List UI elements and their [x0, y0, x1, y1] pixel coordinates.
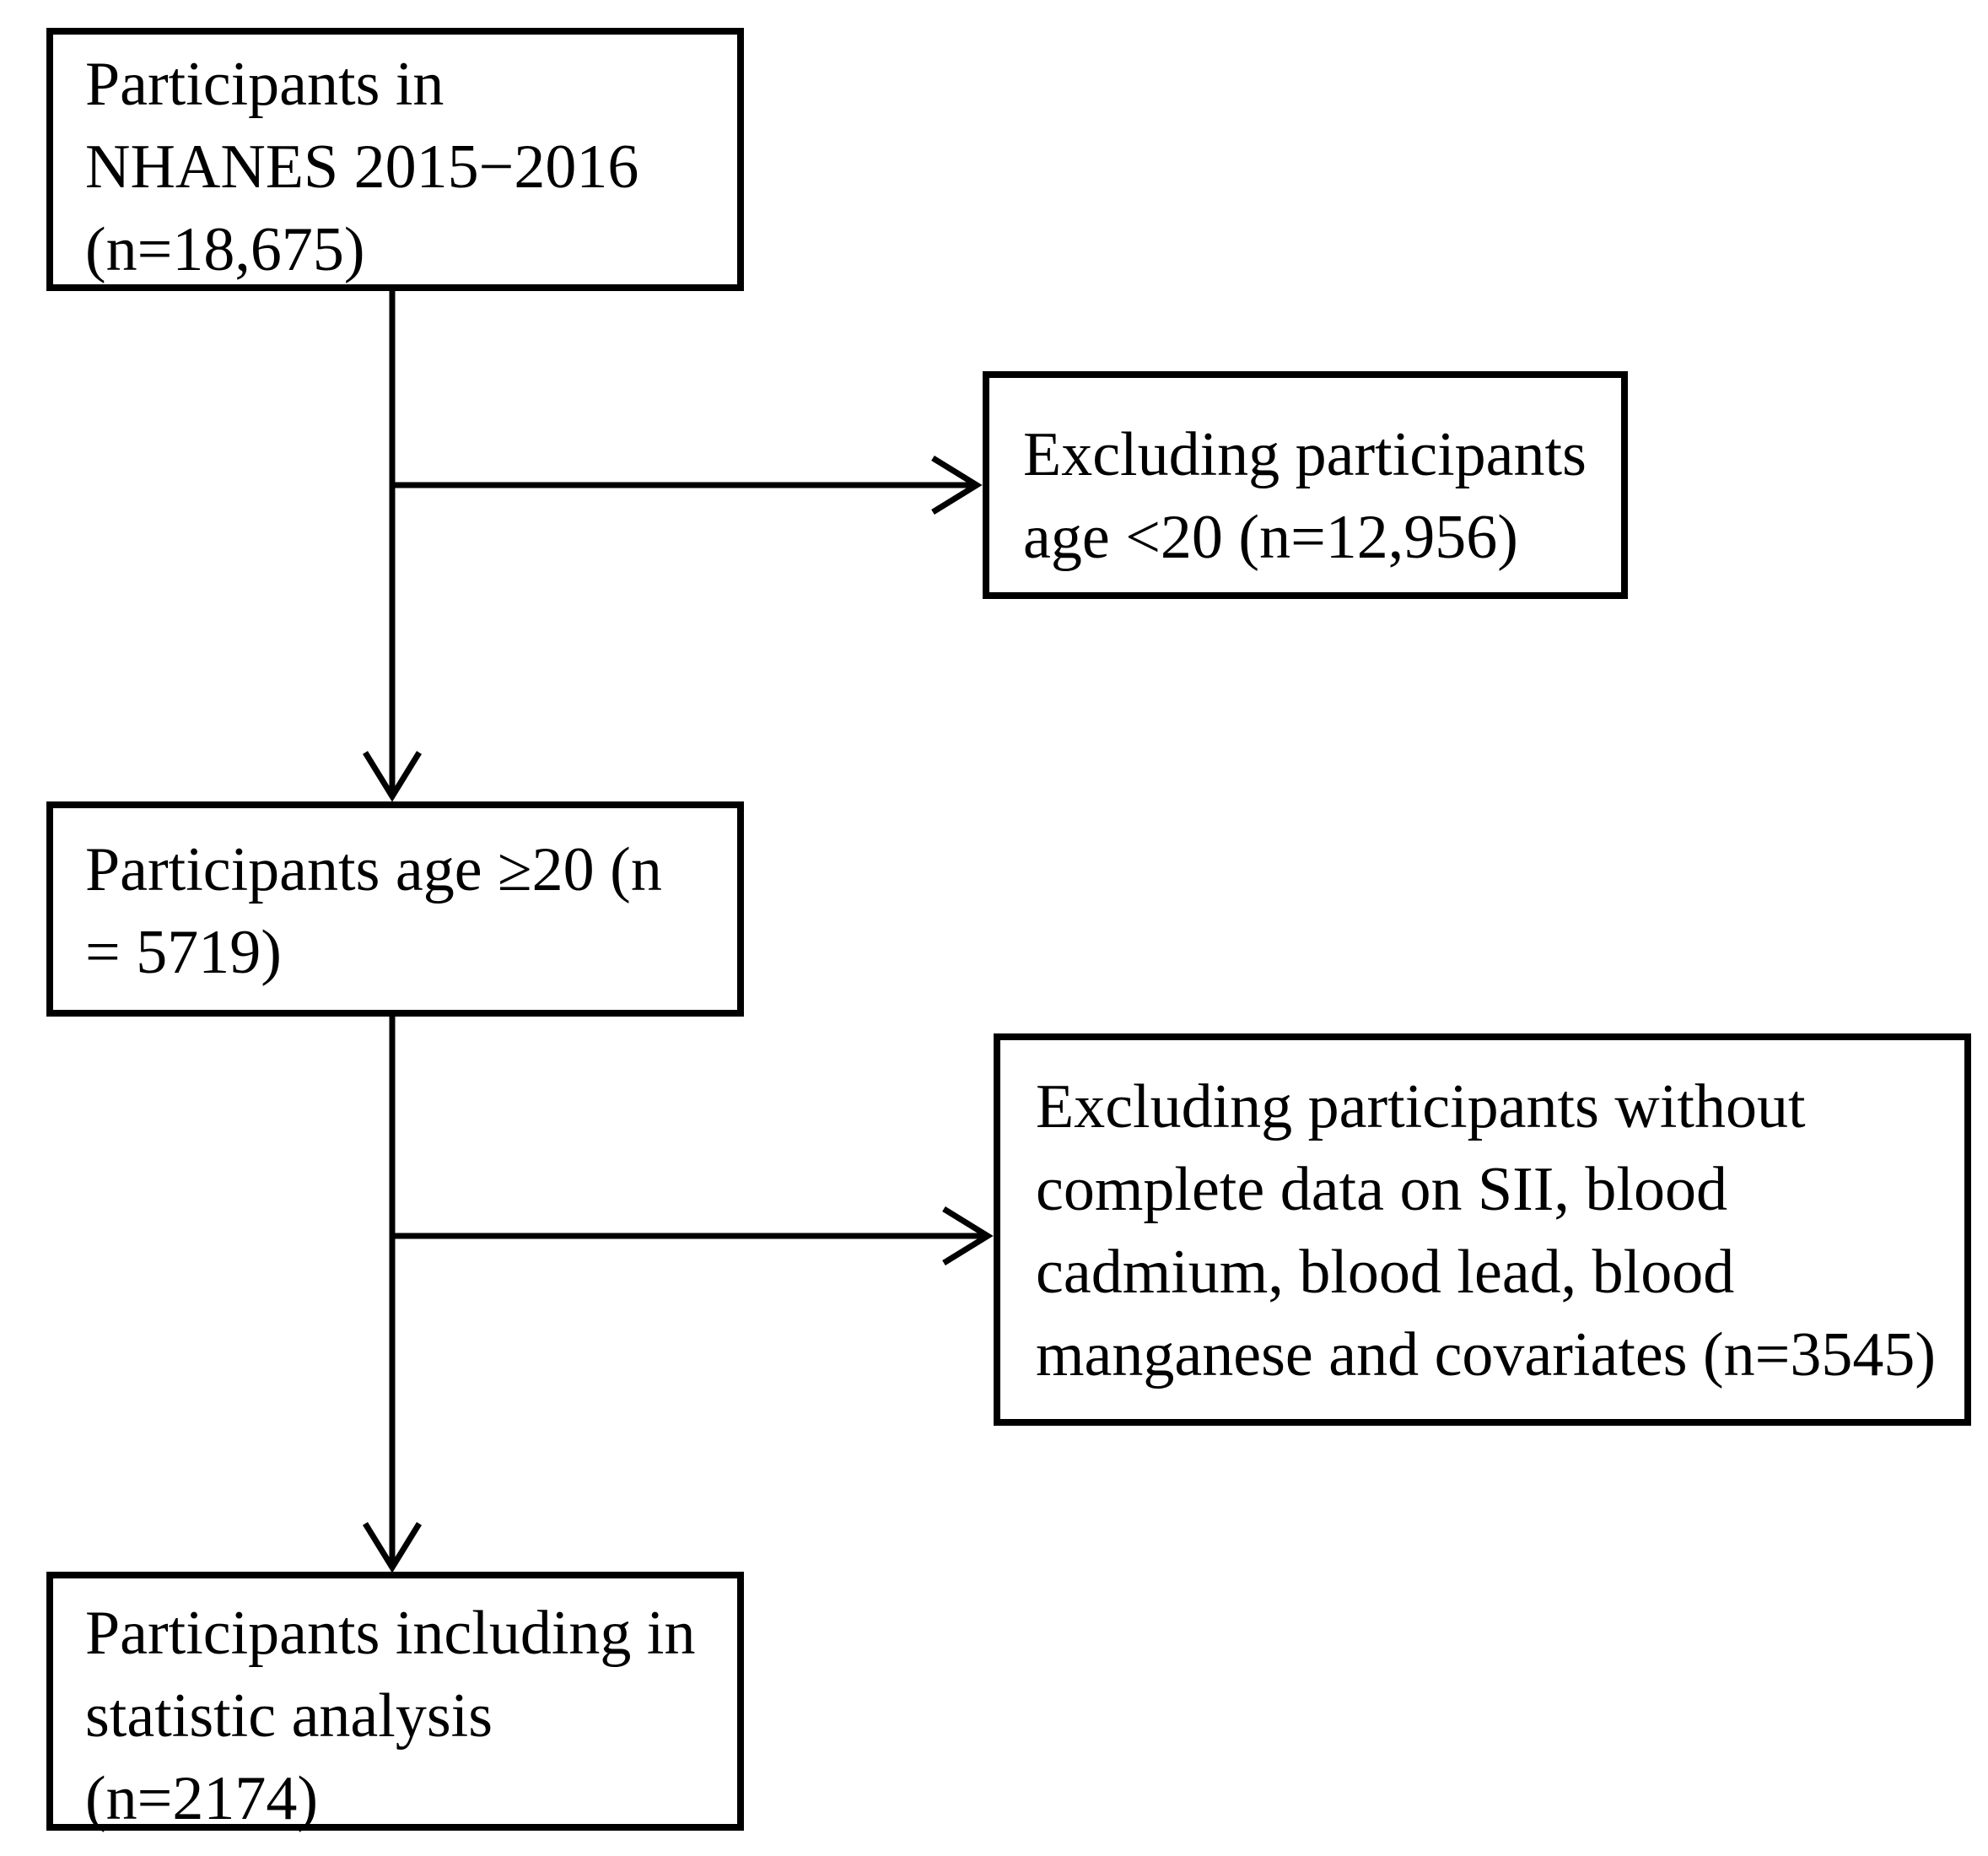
box-participants-age-20-plus-text: Participants age ≥20 (n = 5719) — [85, 835, 662, 987]
arrow-branch-to-excluded-age — [392, 456, 983, 515]
box-excluded-under-20-text: Excluding participants age <20 (n=12,956… — [1023, 420, 1587, 572]
box-final-analysis: Participants including in statistic anal… — [46, 1572, 744, 1833]
arrowhead-right-icon — [931, 456, 983, 515]
box-participants-age-20-plus: Participants age ≥20 (n = 5719) — [46, 801, 744, 1017]
arrow-source-to-age-filtered — [363, 291, 422, 802]
box-final-analysis-text: Participants including in statistic anal… — [85, 1599, 696, 1833]
box-excluded-under-20: Excluding participants age <20 (n=12,956… — [983, 371, 1628, 599]
box-excluded-incomplete-data-text: Excluding participants without complete … — [1036, 1072, 1937, 1389]
box-participants-nhanes-text: Participants in NHANES 2015−2016 (n=18,6… — [85, 50, 639, 284]
arrow-branch-to-excluded-data — [392, 1206, 994, 1265]
arrowhead-right-icon — [942, 1206, 994, 1265]
arrow-age-filtered-to-final — [363, 1017, 422, 1573]
box-participants-nhanes: Participants in NHANES 2015−2016 (n=18,6… — [46, 28, 744, 291]
box-excluded-incomplete-data: Excluding participants without complete … — [994, 1033, 1971, 1426]
arrowhead-down-icon — [363, 751, 422, 802]
arrowhead-down-icon — [363, 1522, 422, 1573]
